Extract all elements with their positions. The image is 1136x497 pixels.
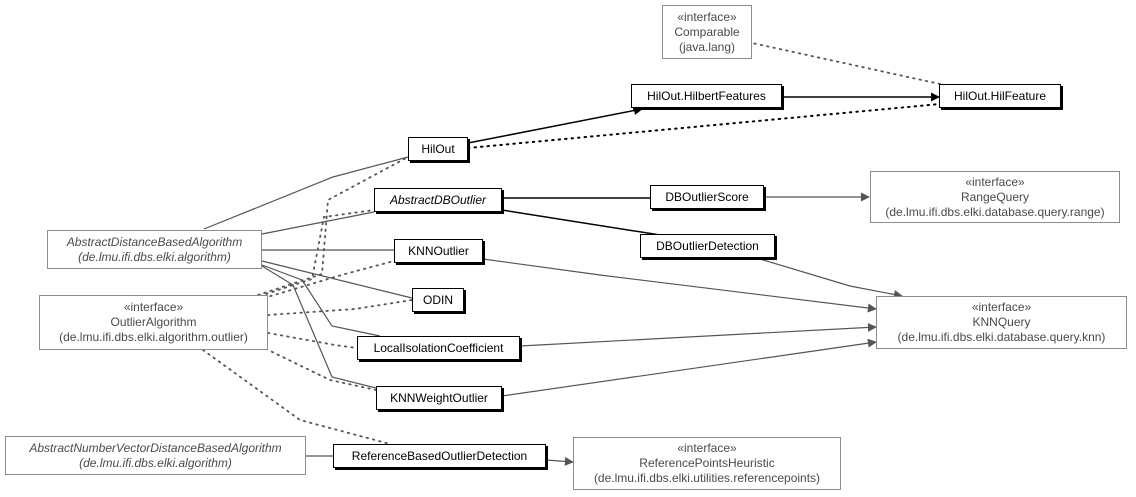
node-reference-based-outlier-detection[interactable]: ReferenceBasedOutlierDetection <box>333 444 546 468</box>
comparable-package: (java.lang) <box>678 39 736 54</box>
edge-adba-hilout <box>203 156 409 230</box>
node-knn-query[interactable]: «interface» KNNQuery (de.lmu.ifi.dbs.elk… <box>876 296 1127 349</box>
hilout-name: HilOut <box>421 141 455 156</box>
edge-oa-odin <box>267 299 413 316</box>
knn-query-name: KNNQuery <box>972 315 1031 329</box>
adba-name: AbstractDistanceBasedAlgorithm <box>66 234 243 249</box>
edge-hilout-hilbertfeatures <box>467 106 643 144</box>
hilbertfeatures-name: HilOut.HilbertFeatures <box>647 88 766 103</box>
edge-adba-lic <box>261 264 381 337</box>
refpoints-package: (de.lmu.ifi.dbs.elki.utilities.reference… <box>593 471 821 485</box>
anvdba-name: AbstractNumberVectorDistanceBasedAlgorit… <box>29 440 282 455</box>
edge-oa-abstractdboutlier <box>259 209 375 297</box>
edge-oa-lic <box>267 332 358 349</box>
edge-oa-knnoutlier <box>263 260 395 299</box>
edge-knnoutlier-knnquery <box>482 258 877 313</box>
edge-knnweight-knnquery <box>501 338 877 397</box>
edge-refbased-refpoints <box>545 456 574 466</box>
comparable-name: Comparable <box>674 24 740 39</box>
outlier-algorithm-stereotype: «interface» <box>123 300 184 314</box>
node-comparable[interactable]: «interface» Comparable (java.lang) <box>662 5 752 59</box>
db-outlier-score-name: DBOutlierScore <box>665 189 749 204</box>
node-reference-points-heuristic[interactable]: «interface» ReferencePointsHeuristic (de… <box>573 437 841 490</box>
knn-weight-outlier-name: KNNWeightOutlier <box>390 390 488 405</box>
edge-lic-knnquery <box>519 322 877 347</box>
node-range-query[interactable]: «interface» RangeQuery (de.lmu.ifi.dbs.e… <box>870 171 1120 223</box>
edge-oa-refbased <box>202 349 391 445</box>
hilfeature-name: HilOut.HilFeature <box>953 88 1047 103</box>
edge-adba-knnweight <box>261 265 377 389</box>
node-odin[interactable]: ODIN <box>412 288 464 312</box>
node-abstract-nv-distance-based-algorithm[interactable]: AbstractNumberVectorDistanceBasedAlgorit… <box>5 436 306 475</box>
knn-outlier-name: KNNOutlier <box>408 243 469 258</box>
edge-oa-hilout <box>257 156 409 296</box>
node-hilout-hilfeature[interactable]: HilOut.HilFeature <box>939 84 1061 108</box>
edge-dboutlierdetection-knnquery <box>759 258 903 299</box>
refpoints-stereotype: «interface» <box>677 441 737 455</box>
edge-adba-odin <box>261 260 413 299</box>
node-hilout-hilbertfeatures[interactable]: HilOut.HilbertFeatures <box>631 84 782 108</box>
node-abstract-db-outlier[interactable]: AbstractDBOutlier <box>374 188 502 212</box>
db-outlier-detection-name: DBOutlierDetection <box>656 238 759 253</box>
range-query-stereotype: «interface» <box>965 174 1025 189</box>
edge-hilout-hilfeature <box>467 103 941 149</box>
node-hilout[interactable]: HilOut <box>408 137 468 161</box>
range-query-name: RangeQuery <box>960 189 1030 204</box>
adba-package: (de.lmu.ifi.dbs.elki.algorithm) <box>78 249 231 264</box>
odin-name: ODIN <box>423 292 453 307</box>
node-db-outlier-detection[interactable]: DBOutlierDetection <box>640 234 775 258</box>
node-knn-outlier[interactable]: KNNOutlier <box>394 239 483 263</box>
range-query-package: (de.lmu.ifi.dbs.elki.database.query.rang… <box>885 204 1105 219</box>
node-abstract-distance-based-algorithm[interactable]: AbstractDistanceBasedAlgorithm (de.lmu.i… <box>47 230 262 269</box>
abstract-db-outlier-name: AbstractDBOutlier <box>389 192 487 207</box>
edge-adba-abstractdboutlier <box>261 211 375 235</box>
anvdba-package: (de.lmu.ifi.dbs.elki.algorithm) <box>79 455 232 470</box>
edge-hilfeature-comparable <box>751 42 941 85</box>
refbased-name: ReferenceBasedOutlierDetection <box>351 448 528 463</box>
comparable-stereotype: «interface» <box>677 9 737 24</box>
outlier-algorithm-name: OutlierAlgorithm <box>110 315 197 329</box>
refpoints-name: ReferencePointsHeuristic <box>639 456 775 470</box>
node-knn-weight-outlier[interactable]: KNNWeightOutlier <box>376 386 502 410</box>
edge-oa-knnweight <box>259 345 377 391</box>
node-outlier-algorithm[interactable]: «interface» OutlierAlgorithm (de.lmu.ifi… <box>39 295 268 350</box>
knn-query-package: (de.lmu.ifi.dbs.elki.database.query.knn) <box>897 330 1106 344</box>
node-db-outlier-score[interactable]: DBOutlierScore <box>650 185 764 209</box>
knn-query-stereotype: «interface» <box>971 300 1032 314</box>
lic-name: LocalIsolationCoefficient <box>373 340 504 355</box>
outlier-algorithm-package: (de.lmu.ifi.dbs.elki.algorithm.outlier) <box>59 330 248 344</box>
node-local-isolation-coefficient[interactable]: LocalIsolationCoefficient <box>357 336 520 360</box>
edge-abstractdboutlier-dboutlierdetection <box>501 209 661 236</box>
